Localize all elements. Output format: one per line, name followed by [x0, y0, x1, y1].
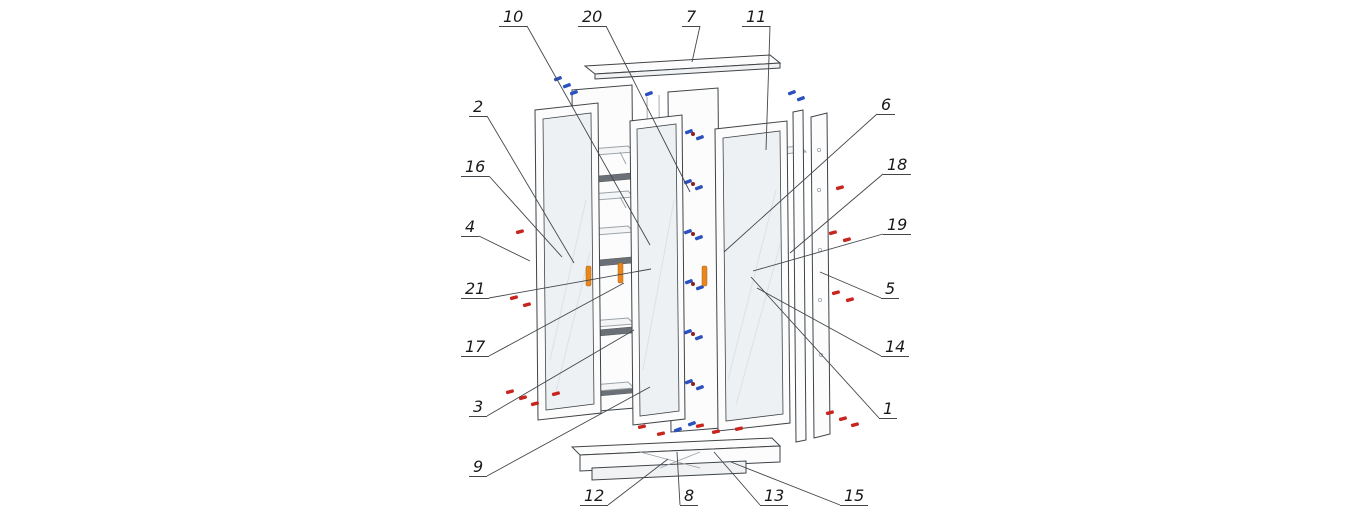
leader-line-3: [486, 329, 635, 417]
callout-label-8: 8: [680, 487, 699, 506]
leader-line-5: [819, 271, 882, 299]
cam-lock-fittings: [691, 132, 695, 386]
door-center: [629, 114, 686, 426]
side-panel-outer: [810, 112, 831, 439]
callout-label-20: 20: [578, 8, 607, 27]
leader-line-17: [488, 282, 625, 357]
leader-line-19: [752, 233, 884, 272]
leader-line-16: [488, 175, 563, 258]
top-panel: [583, 54, 782, 80]
callout-label-17: 17: [461, 338, 490, 357]
callout-label-14: 14: [881, 338, 910, 357]
hinge-fittings: [585, 262, 708, 287]
callout-label-11: 11: [742, 8, 771, 27]
leader-line-8: [676, 451, 681, 506]
callout-label-4: 4: [461, 218, 480, 237]
leader-line-10: [526, 25, 651, 246]
leader-line-18: [789, 173, 884, 254]
cabinet-assembly: [505, 54, 860, 481]
callout-label-3: 3: [469, 398, 488, 417]
leader-line-4: [478, 235, 531, 262]
leader-line-11: [765, 25, 771, 151]
callout-label-16: 16: [461, 158, 490, 177]
leader-line-21: [488, 268, 652, 299]
leader-line-6: [723, 113, 878, 253]
leader-line-9: [486, 386, 651, 477]
side-panel-inner: [792, 109, 807, 443]
leader-line-2: [486, 115, 575, 264]
callout-label-15: 15: [840, 487, 869, 506]
callout-label-18: 18: [883, 156, 912, 175]
leader-lines: [478, 25, 884, 506]
leader-line-12: [607, 458, 669, 506]
leader-line-7: [691, 25, 701, 63]
door-left: [534, 102, 602, 421]
callout-label-5: 5: [881, 280, 900, 299]
callout-label-21: 21: [461, 280, 490, 299]
door-right: [714, 120, 791, 432]
callout-label-7: 7: [682, 8, 701, 27]
callout-label-13: 13: [760, 487, 789, 506]
callout-label-12: 12: [580, 487, 609, 506]
leader-line-1: [750, 276, 880, 419]
callout-label-1: 1: [879, 400, 898, 419]
leader-line-14: [756, 287, 882, 357]
leader-line-13: [713, 451, 761, 506]
callout-label-19: 19: [883, 216, 912, 235]
callout-label-10: 10: [499, 8, 528, 27]
callout-label-6: 6: [877, 96, 896, 115]
leader-line-20: [605, 25, 691, 193]
leader-line-15: [730, 461, 841, 506]
callout-label-9: 9: [469, 458, 488, 477]
callout-label-2: 2: [469, 98, 488, 117]
plinth-base: [570, 437, 782, 481]
